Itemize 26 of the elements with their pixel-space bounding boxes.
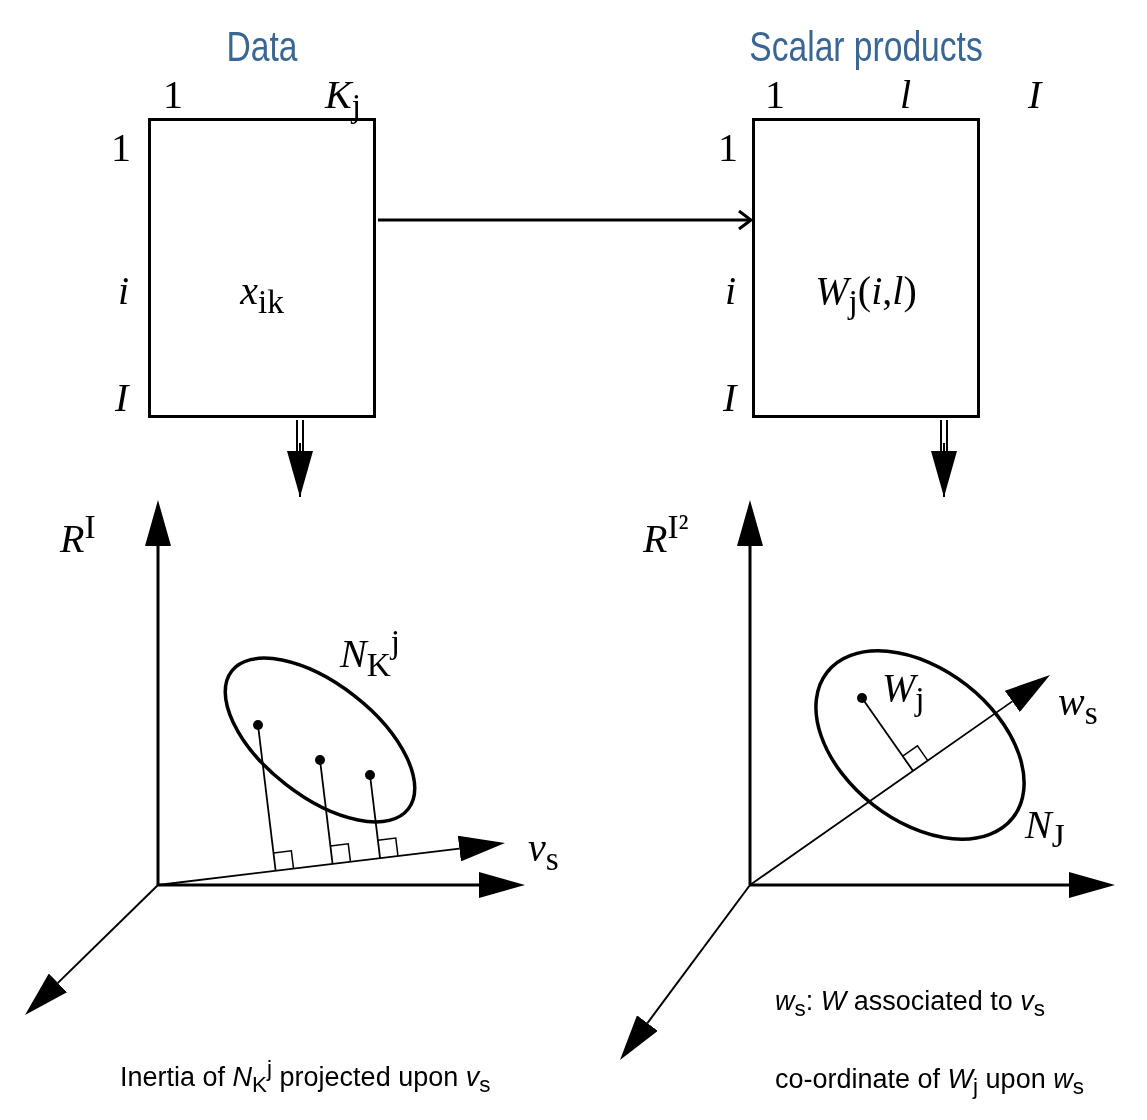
- arrow: [378, 209, 753, 231]
- set-label: N$_{J}$: [1025, 805, 1065, 853]
- column-index: 1: [765, 75, 785, 115]
- row-index: 1: [718, 128, 738, 168]
- point-label: W$_{j}$: [882, 668, 925, 716]
- axis-label: R$^{I}$: [60, 510, 96, 560]
- row-index: i: [118, 271, 130, 311]
- caption-text: Inertia of N$_{K}$$^{j}$ projected upon v$_{s}$: [120, 1058, 491, 1097]
- matrix-entry: W$_{j}$(i,l): [815, 271, 917, 319]
- column-index: 1: [163, 75, 183, 115]
- caption-text: co-ordinate of W$_{j}$ upon w$_{s}$: [775, 1066, 1084, 1099]
- matrix-title: Scalar products: [749, 26, 983, 68]
- row-index: i: [725, 271, 737, 311]
- double-arrow: [287, 419, 313, 498]
- double-arrow: [931, 419, 957, 498]
- column-index: l: [900, 75, 912, 115]
- matrix-title: Data: [226, 26, 298, 68]
- caption-text: w$_{s}$: W associated to v$_{s}$: [775, 988, 1046, 1021]
- row-index: I: [115, 378, 129, 418]
- matrix-entry: x$_{ik}$: [240, 271, 284, 319]
- axis-label: R$^{I²}$: [643, 510, 689, 560]
- vector-label: v$_{s}$: [528, 828, 559, 876]
- vector-label: w$_{s}$: [1058, 682, 1098, 730]
- row-index: 1: [111, 128, 131, 168]
- row-index: I: [723, 378, 737, 418]
- column-index: I: [1028, 75, 1042, 115]
